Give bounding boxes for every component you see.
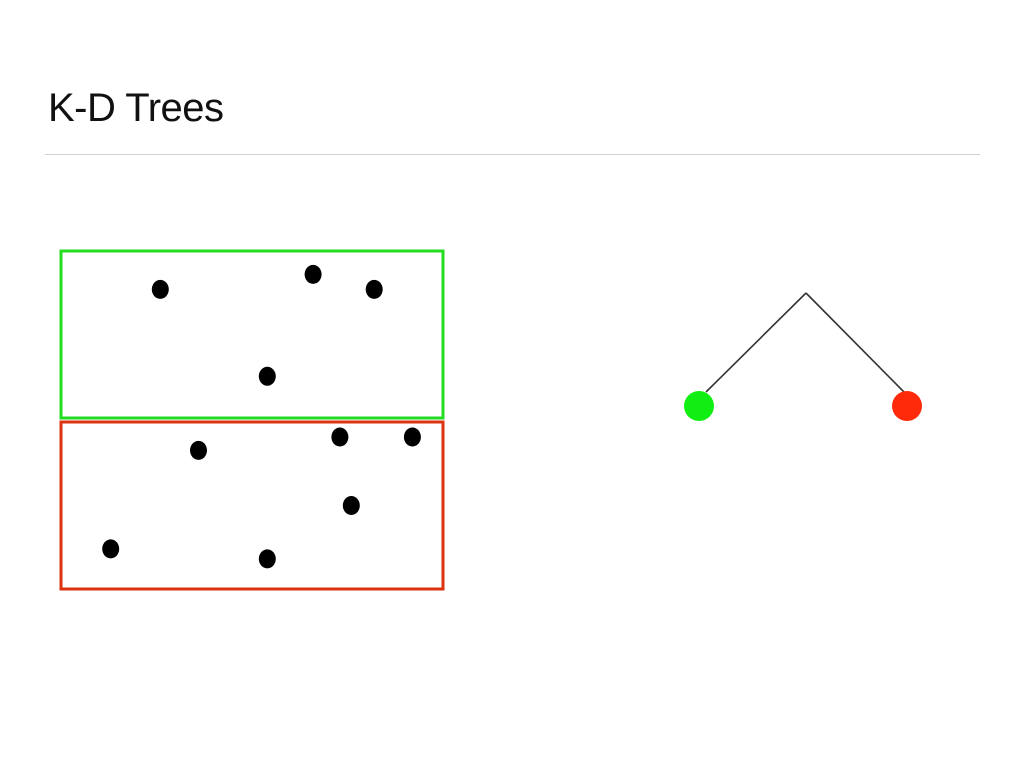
tree-edge-right — [805, 292, 905, 393]
upper-region-box — [59, 249, 445, 420]
data-points — [102, 264, 421, 569]
data-point-lower-2 — [331, 427, 349, 447]
data-point-upper-4 — [258, 366, 276, 386]
data-point-lower-1 — [190, 440, 207, 460]
data-point-upper-1 — [151, 279, 169, 299]
kd-tree — [684, 292, 922, 421]
tree-edge-left — [705, 292, 807, 393]
data-point-upper-2 — [304, 264, 322, 284]
data-point-upper-3 — [365, 279, 383, 299]
data-point-lower-4 — [342, 496, 360, 515]
data-point-lower-6 — [258, 549, 276, 569]
title-divider — [45, 154, 980, 155]
lower-region-box — [59, 420, 445, 591]
data-point-lower-5 — [102, 539, 120, 559]
data-point-lower-3 — [403, 427, 421, 447]
slide-title: K-D Trees — [48, 86, 224, 130]
tree-node-right-child — [892, 391, 922, 421]
tree-node-left-child — [684, 391, 714, 421]
